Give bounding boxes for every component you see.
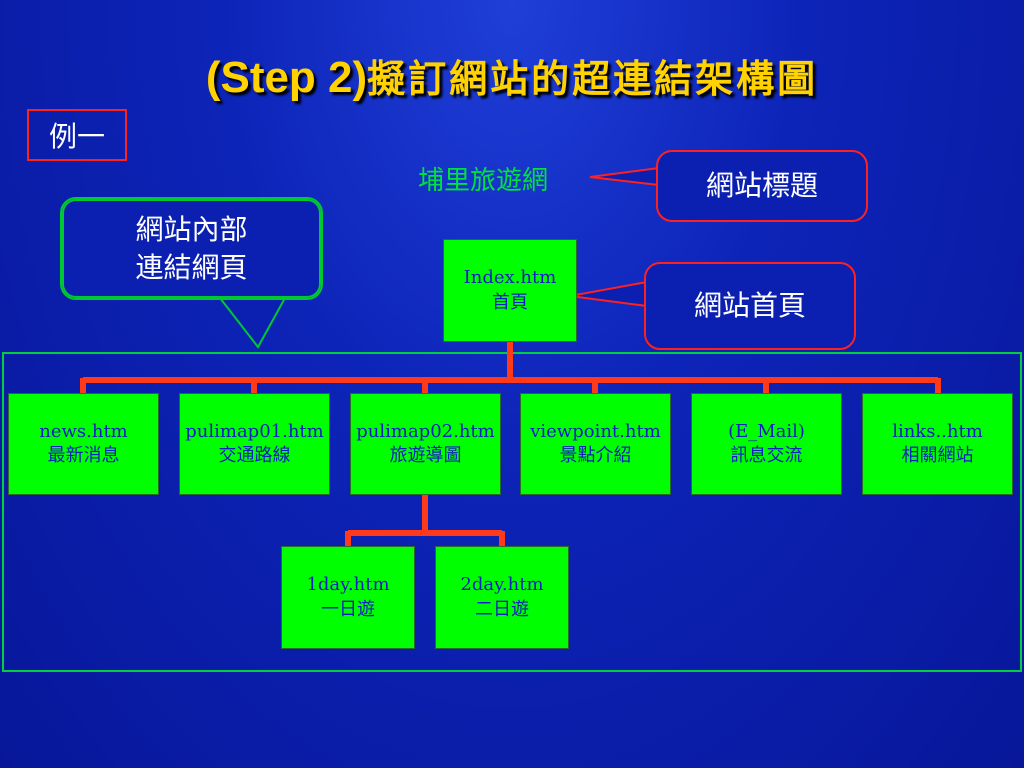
node-label: 訊息交流 — [730, 445, 803, 466]
example-label: 例一 — [27, 109, 127, 161]
node-email: (E_Mail) 訊息交流 — [691, 393, 842, 495]
node-file: links..htm — [892, 420, 983, 442]
node-2day: 2day.htm 二日遊 — [435, 546, 569, 649]
node-label: 旅遊導圖 — [389, 445, 462, 466]
homepage-callout: 網站首頁 — [644, 262, 856, 350]
internal-pages-callout: 網站內部 連結網頁 — [60, 197, 323, 300]
node-file: pulimap02.htm — [356, 420, 495, 442]
node-file: 1day.htm — [306, 574, 390, 596]
node-pulimap01: pulimap01.htm 交通路線 — [179, 393, 330, 495]
node-label: 交通路線 — [218, 445, 291, 466]
node-news: news.htm 最新消息 — [8, 393, 159, 495]
node-file: pulimap01.htm — [185, 420, 324, 442]
node-viewpoint: viewpoint.htm 景點介紹 — [520, 393, 671, 495]
node-label: 二日遊 — [475, 598, 529, 620]
node-label: 相關網站 — [901, 445, 974, 466]
node-index: Index.htm 首頁 — [443, 239, 577, 342]
internal-callout-line1: 網站內部 — [135, 212, 248, 246]
node-file: viewpoint.htm — [530, 420, 661, 442]
site-title-pointer — [589, 166, 660, 187]
node-links: links..htm 相關網站 — [862, 393, 1013, 495]
internal-pointer — [217, 297, 287, 349]
node-pulimap02: pulimap02.htm 旅遊導圖 — [350, 393, 501, 495]
site-title-callout-text: 網站標題 — [705, 169, 818, 203]
site-title-callout: 網站標題 — [656, 150, 868, 222]
title-text: 擬訂網站的超連結架構圖 — [367, 57, 819, 101]
slide-title: (Step 2)擬訂網站的超連結架構圖 — [0, 48, 1024, 103]
node-label: 一日遊 — [321, 598, 375, 620]
node-1day: 1day.htm 一日遊 — [281, 546, 415, 649]
node-file: news.htm — [39, 420, 128, 442]
internal-callout-line2: 連結網頁 — [135, 250, 248, 284]
node-label: 景點介紹 — [559, 445, 632, 466]
node-file: Index.htm — [463, 267, 557, 289]
node-file: (E_Mail) — [728, 420, 805, 442]
site-name: 埔里旅遊網 — [418, 166, 549, 196]
node-file: 2day.htm — [460, 574, 544, 596]
node-label: 首頁 — [492, 291, 528, 313]
node-label: 最新消息 — [47, 445, 120, 466]
homepage-callout-text: 網站首頁 — [693, 289, 806, 323]
homepage-pointer — [569, 280, 648, 308]
title-step: (Step 2) — [205, 53, 368, 102]
